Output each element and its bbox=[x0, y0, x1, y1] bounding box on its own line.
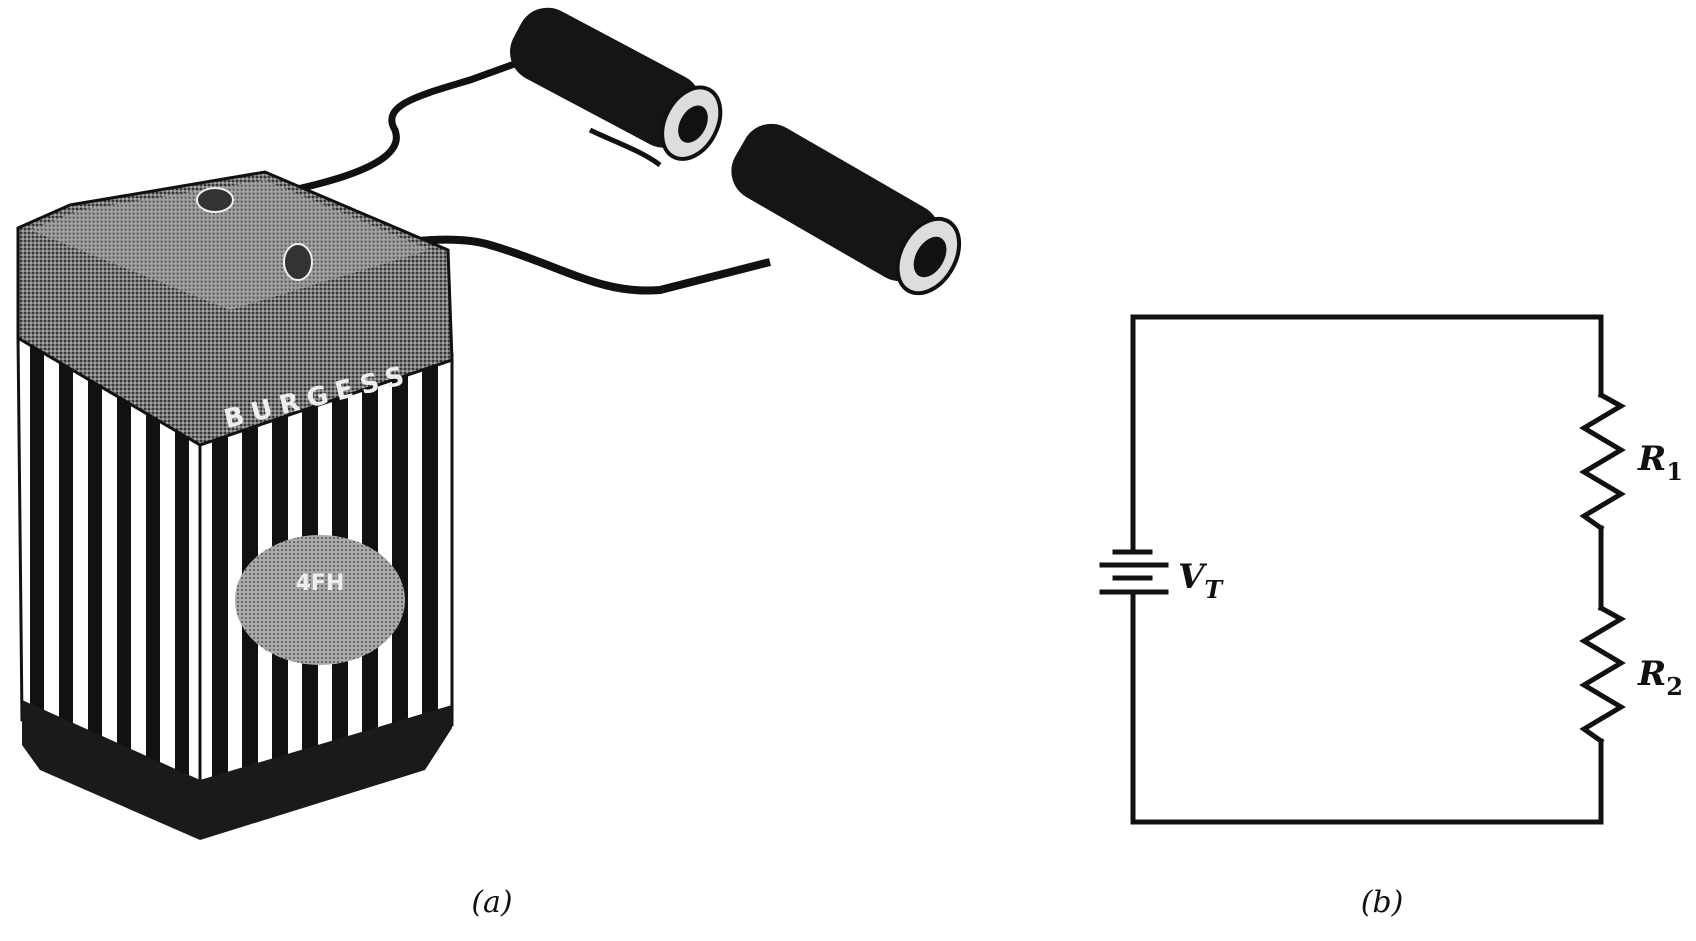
caption-a: (a) bbox=[471, 885, 512, 920]
battery-stripe bbox=[422, 360, 438, 734]
battery-lid-top bbox=[30, 180, 430, 310]
battery-terminal-1 bbox=[196, 187, 234, 213]
resistor-r1-symbol bbox=[1579, 391, 1627, 532]
battery-stripe bbox=[30, 341, 44, 732]
battery-bottom-rim bbox=[22, 700, 452, 840]
battery-model-label: 4FH bbox=[296, 571, 345, 596]
battery-stripe bbox=[117, 392, 131, 770]
battery-label-panel bbox=[235, 535, 405, 665]
battery-stripes bbox=[30, 341, 438, 797]
wire-top bbox=[1130, 314, 1604, 555]
wire-bottom bbox=[1130, 589, 1604, 825]
battery-stripe bbox=[146, 408, 160, 783]
resistor-r1-label: R1 bbox=[1637, 439, 1683, 486]
circuit-schematic bbox=[1099, 314, 1627, 825]
resistor-r2-label: R2 bbox=[1637, 654, 1683, 701]
caption-b: (b) bbox=[1361, 885, 1404, 920]
wire-between-resistors bbox=[588, 127, 662, 168]
resistor-1-photo bbox=[510, 7, 723, 161]
source-label: VT bbox=[1178, 557, 1224, 604]
battery-stripe bbox=[88, 375, 102, 757]
battery-terminal-2 bbox=[283, 243, 313, 281]
battery-stripe bbox=[212, 430, 228, 797]
battery-stripe bbox=[175, 425, 189, 796]
battery-stripe bbox=[392, 370, 408, 743]
resistor-r2-symbol bbox=[1579, 604, 1627, 745]
battery-symbol bbox=[1099, 549, 1169, 595]
battery-photo: 4FH BURGESS bbox=[16, 7, 962, 840]
battery-stripe bbox=[59, 358, 73, 745]
resistor-2-photo bbox=[731, 123, 962, 296]
